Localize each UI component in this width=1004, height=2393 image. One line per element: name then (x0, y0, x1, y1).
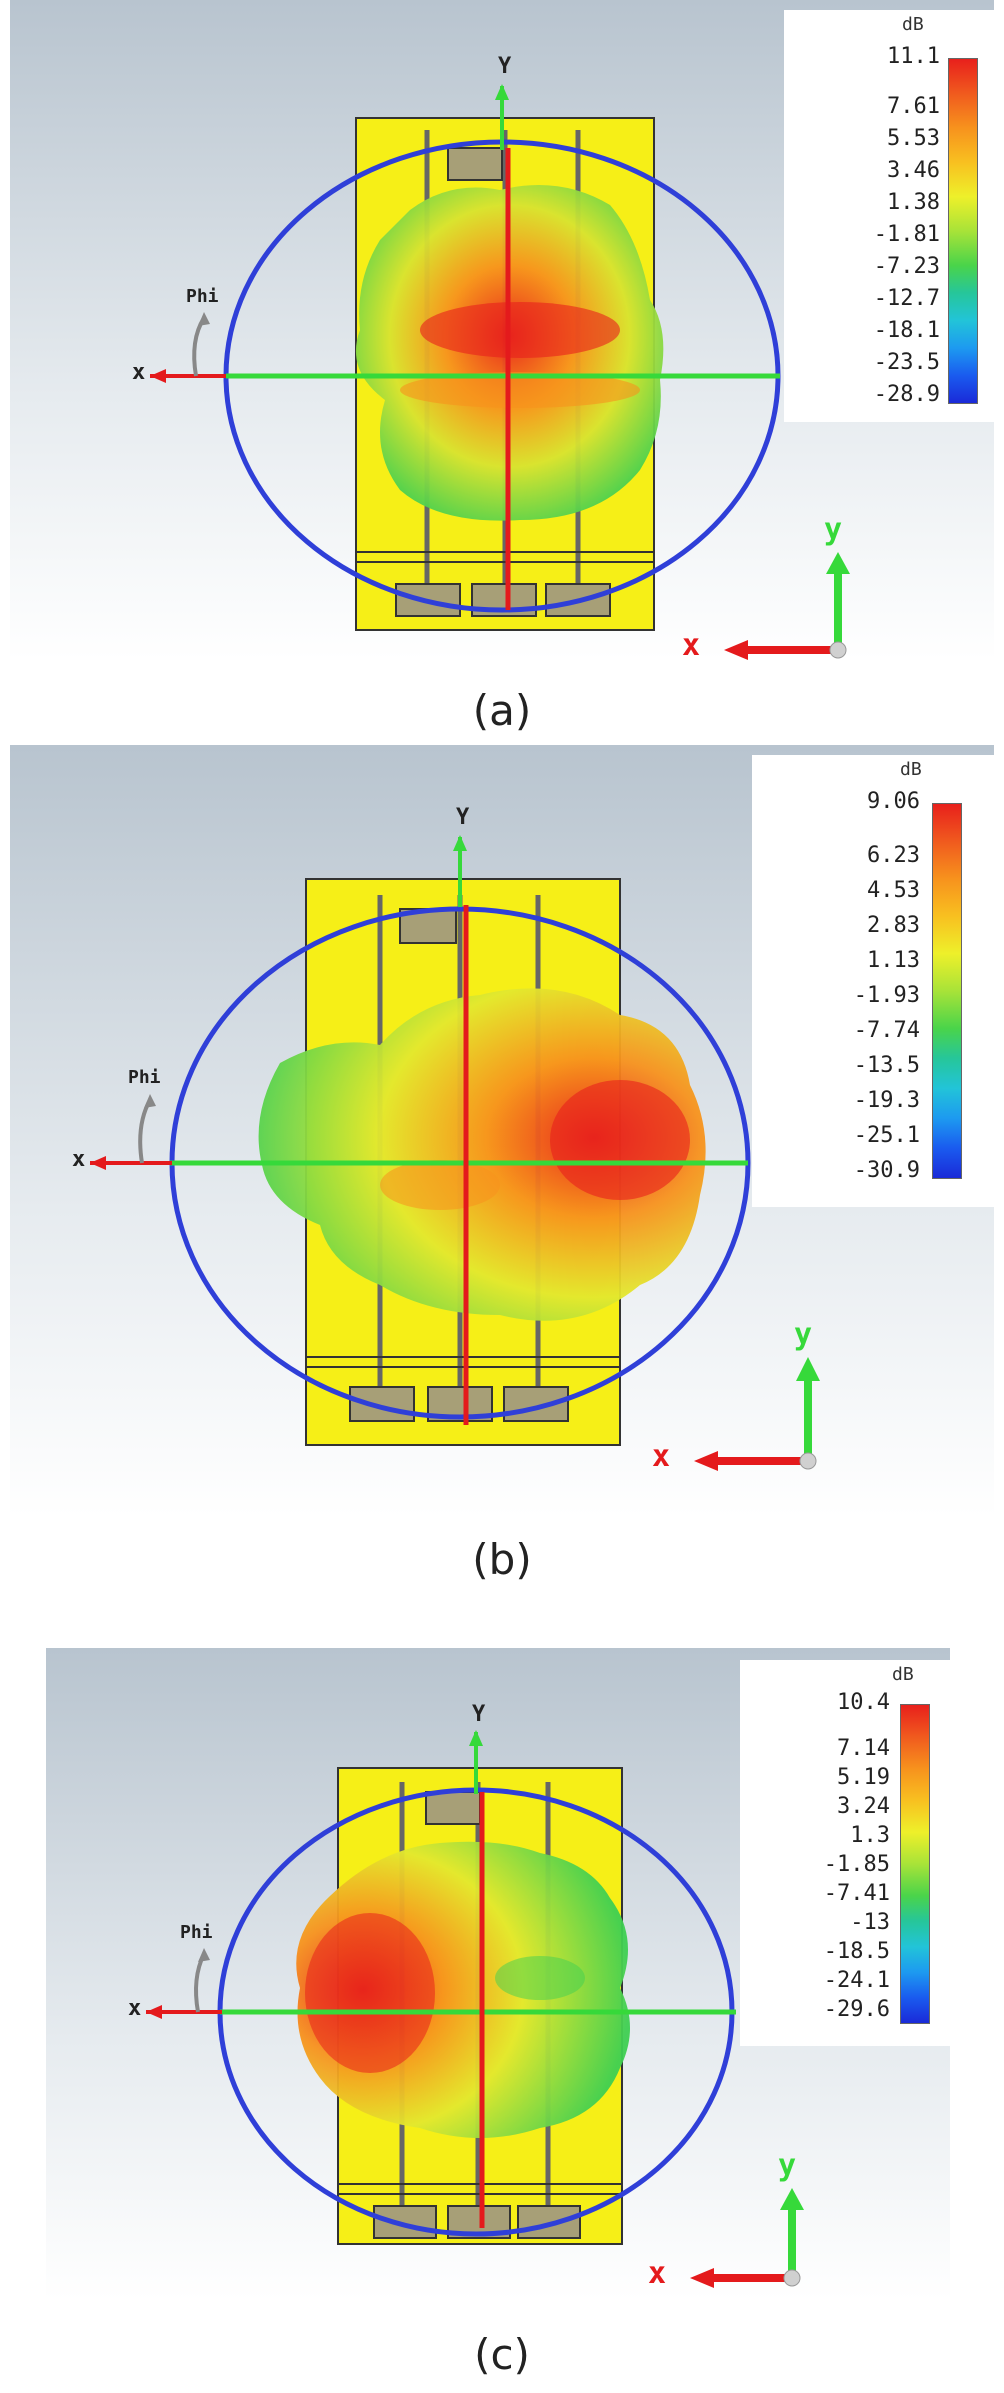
top-patch (447, 147, 503, 181)
colorbar-tick: 3.46 (887, 158, 940, 183)
colorbar-tick: -25.1 (853, 1123, 920, 1148)
colorbar-gradient (948, 58, 978, 404)
caption-a: (a) (472, 686, 532, 735)
port (349, 1386, 415, 1422)
colorbar-tick: -1.85 (823, 1852, 890, 1877)
triad-x-arrow (690, 2268, 714, 2288)
colorbar-tick: -13.5 (853, 1053, 920, 1078)
colorbar-unit: dB (900, 759, 922, 780)
x-axis-label: x (128, 1996, 142, 2021)
colorbar-tick: 1.3 (850, 1823, 890, 1848)
x-axis-label: x (72, 1147, 86, 1172)
colorbar-tick: 1.13 (867, 948, 920, 973)
colorbar-tick: 2.83 (867, 913, 920, 938)
port (373, 2205, 437, 2239)
colorbar-tick: 10.4 (837, 1690, 890, 1715)
colorbar-tick: -12.7 (873, 286, 940, 311)
port (517, 2205, 581, 2239)
phi-label: Phi (180, 1922, 213, 1943)
colorbar-tick: -7.74 (853, 1018, 920, 1043)
colorbar-tick: -28.9 (873, 382, 940, 407)
colorbar-tick: 1.38 (887, 190, 940, 215)
triad-y-label: y (794, 1317, 813, 1352)
triad-x-arrow (724, 640, 748, 660)
colorbar-tick: 11.1 (887, 44, 940, 69)
colorbar-tick: 6.23 (867, 843, 920, 868)
lobe-hotspot (305, 1913, 435, 2073)
colorbar: dB 11.1 7.61 5.53 3.46 1.38 -1.81 -7.23 … (784, 10, 1000, 422)
colorbar-tick: -19.3 (853, 1088, 920, 1113)
triad-x-arrow (694, 1451, 718, 1471)
colorbar-tick: 3.24 (837, 1794, 890, 1819)
x-axis-arrow (150, 369, 166, 383)
panel-b: Y x Phi y x dB 9.06 6.23 4.53 2.83 1.13 … (0, 745, 1004, 1595)
triad-origin (829, 641, 847, 659)
colorbar-tick: 5.53 (887, 126, 940, 151)
y-axis-label: Y (456, 805, 470, 830)
colorbar-tick: -1.93 (853, 983, 920, 1008)
y-axis-arrow (453, 835, 467, 851)
panel-a: Y x Phi y x dB 11.1 7.61 5.53 3.46 1.38 … (0, 0, 1004, 740)
triad-y-label: y (824, 512, 843, 547)
panel-c: Y x Phi y x dB 10.4 7.14 5.19 3.24 1.3 -… (0, 1648, 1004, 2393)
phi-arrow-head (198, 1948, 210, 1962)
colorbar-tick: -7.41 (823, 1881, 890, 1906)
colorbar-tick: 9.06 (867, 789, 920, 814)
triad-y-arrow (826, 552, 850, 574)
y-axis-arrow (469, 1730, 483, 1746)
colorbar-tick: -18.1 (873, 318, 940, 343)
lobe-hotspot (495, 1956, 585, 2000)
caption-b: (b) (472, 1535, 532, 1584)
colorbar-tick: -13 (850, 1910, 890, 1935)
triad-origin (783, 2269, 801, 2287)
colorbar-unit: dB (892, 1664, 914, 1685)
x-axis-arrow (146, 2005, 162, 2019)
triad-x-label: x (652, 1439, 671, 1474)
colorbar: dB 9.06 6.23 4.53 2.83 1.13 -1.93 -7.74 … (752, 755, 1000, 1207)
x-axis-label: x (132, 360, 146, 385)
y-axis-label: Y (498, 54, 512, 79)
triad-y-arrow (796, 1357, 820, 1381)
radiation-pattern-lobe (258, 988, 706, 1321)
colorbar-tick: -30.9 (853, 1158, 920, 1183)
colorbar-tick: -24.1 (823, 1968, 890, 1993)
colorbar-tick: 7.14 (837, 1736, 890, 1761)
colorbar-tick: 5.19 (837, 1765, 890, 1790)
colorbar-tick: -1.81 (873, 222, 940, 247)
phi-label: Phi (128, 1067, 161, 1088)
colorbar-tick: -18.5 (823, 1939, 890, 1964)
y-axis-arrow (495, 84, 509, 100)
colorbar-tick: 4.53 (867, 878, 920, 903)
lobe-hotspot (420, 302, 620, 358)
lobe-hotspot (400, 372, 640, 408)
phi-label: Phi (186, 286, 219, 307)
x-axis-arrow (90, 1156, 106, 1170)
triad-x-label: x (682, 628, 701, 663)
colorbar-tick: -23.5 (873, 350, 940, 375)
lobe-hotspot (380, 1160, 500, 1210)
colorbar-tick: -7.23 (873, 254, 940, 279)
triad-x-label: x (648, 2256, 667, 2291)
triad-origin (799, 1452, 817, 1470)
colorbar-gradient (900, 1704, 930, 2024)
phi-arrow-head (198, 312, 210, 326)
caption-c: (c) (474, 2330, 530, 2379)
triad-y-arrow (780, 2188, 804, 2210)
colorbar: dB 10.4 7.14 5.19 3.24 1.3 -1.85 -7.41 -… (740, 1660, 952, 2046)
phi-arrow-head (144, 1094, 156, 1108)
colorbar-tick: -29.6 (823, 1997, 890, 2022)
triad-y-label: y (778, 2148, 797, 2183)
top-patch (425, 1791, 481, 1825)
y-axis-label: Y (472, 1702, 486, 1727)
colorbar-gradient (932, 803, 962, 1179)
colorbar-tick: 7.61 (887, 94, 940, 119)
colorbar-unit: dB (902, 14, 924, 35)
lobe-hotspot (550, 1080, 690, 1200)
